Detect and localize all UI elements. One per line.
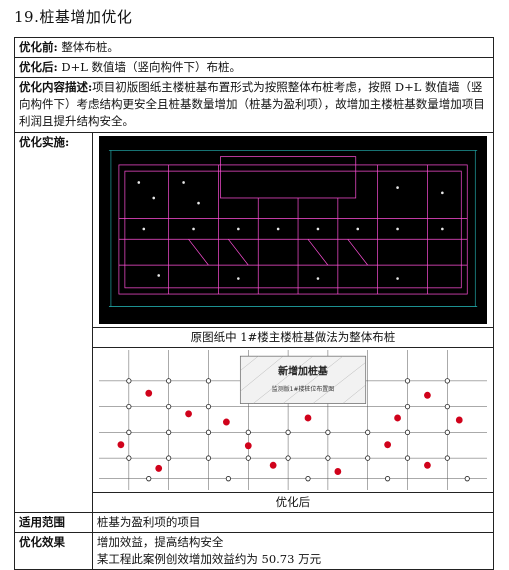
- optimization-table: 优化前: 整体布桩。 优化后: D+L 数值墙（竖向构件下）布桩。 优化内容描述…: [14, 37, 495, 570]
- figure1-caption: 原图纸中 1#楼主楼桩基做法为整体布桩: [91, 327, 495, 348]
- title-box: [239, 355, 366, 404]
- building-plan-lines: [118, 156, 468, 295]
- row-effect: 优化效果 增加效益，提高结构安全 某工程此案例创效增加效益约为 50.73 万元: [14, 532, 495, 570]
- before-text: 整体布桩。: [61, 40, 119, 54]
- figure2-subtitle: 监测版1#楼桩位布置图: [272, 385, 334, 393]
- row-after: 优化后: D+L 数值墙（竖向构件下）布桩。: [14, 57, 494, 78]
- section-title: 19.桩基增加优化: [14, 8, 133, 26]
- after-text: D+L 数值墙（竖向构件下）布桩。: [61, 60, 242, 74]
- figure1-cell: [91, 132, 495, 328]
- effect-line1: 增加效益，提高结构安全: [96, 535, 224, 549]
- description-text: 项目初版图纸主楼桩基布置形式为按照整体布桩考虑，按照 D+L 数值墙（竖向构件下…: [19, 80, 485, 128]
- description-cell: 优化内容描述:项目初版图纸主楼桩基布置形式为按照整体布桩考虑，按照 D+L 数值…: [14, 77, 494, 133]
- figure2-title: 新增加桩基: [278, 365, 329, 378]
- row-implementation: 优化实施:: [14, 132, 495, 513]
- optimized-pile-layout-drawing: 新增加桩基 监测版1#楼桩位布置图: [98, 350, 487, 490]
- after-cell: 优化后: D+L 数值墙（竖向构件下）布桩。: [14, 57, 494, 78]
- effect-line2: 某工程此案例创效增加效益约为 50.73 万元: [96, 552, 322, 566]
- row-before: 优化前: 整体布桩。: [14, 37, 494, 58]
- effect-label: 优化效果: [14, 532, 93, 570]
- cad-background: [98, 136, 487, 324]
- row-figure1-caption: 原图纸中 1#楼主楼桩基做法为整体布桩: [15, 327, 495, 348]
- description-label: 优化内容描述:: [19, 80, 93, 94]
- title-box-hatch: [240, 356, 366, 404]
- before-cell: 优化前: 整体布桩。: [14, 37, 494, 58]
- implementation-label: 优化实施:: [14, 132, 93, 513]
- scope-text: 桩基为盈利项的项目: [91, 512, 495, 533]
- axis-grid: [108, 150, 478, 307]
- after-label: 优化后:: [19, 60, 58, 74]
- row-scope: 适用范围 桩基为盈利项的项目: [14, 512, 495, 533]
- figure2-cell: 新增加桩基 监测版1#楼桩位布置图: [91, 347, 495, 493]
- before-label: 优化前:: [19, 40, 58, 54]
- figure2-caption: 优化后: [91, 492, 495, 513]
- new-piles: [117, 389, 463, 475]
- original-pile-layout-drawing: [98, 136, 487, 324]
- scope-label: 适用范围: [14, 512, 93, 533]
- row-figure2: 新增加桩基 监测版1#楼桩位布置图: [15, 347, 495, 493]
- effect-cell: 增加效益，提高结构安全 某工程此案例创效增加效益约为 50.73 万元: [91, 532, 495, 570]
- existing-piles: [126, 378, 470, 482]
- row-description: 优化内容描述:项目初版图纸主楼桩基布置形式为按照整体布桩考虑，按照 D+L 数值…: [14, 77, 494, 133]
- pile-markers: [137, 181, 444, 280]
